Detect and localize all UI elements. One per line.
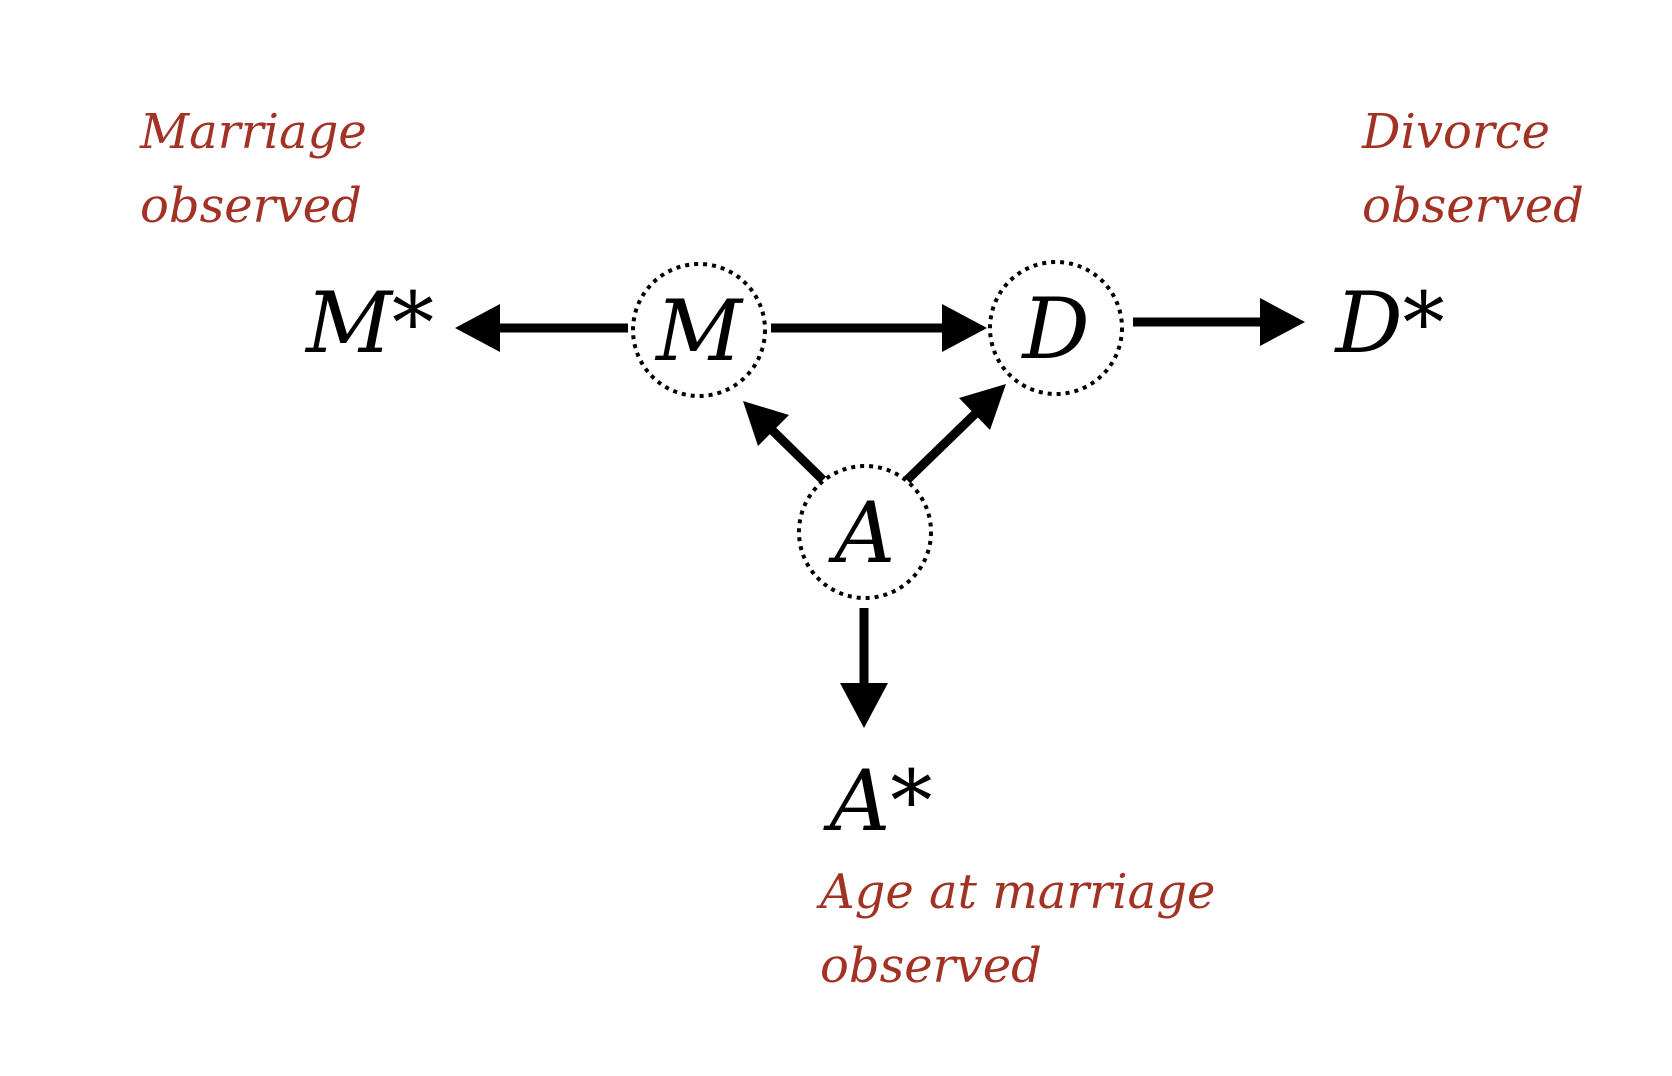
age-observed-line1: Age at marriage (816, 864, 1215, 920)
latent-circle-m (631, 262, 767, 398)
node-dstar-label: D* (1333, 274, 1444, 372)
divorce-observed-line1: Divorce (1361, 104, 1550, 160)
node-d-label: D (1020, 280, 1089, 378)
node-d: D (988, 260, 1124, 396)
node-m-label: M (654, 282, 744, 380)
node-a-label: A (828, 484, 896, 582)
latent-circle-d (988, 260, 1124, 396)
node-a: A (797, 464, 933, 600)
edge-a-to-m (743, 401, 827, 484)
edge-a-to-d (903, 384, 1006, 484)
edges (455, 298, 1305, 728)
latent-circle-a (797, 464, 933, 600)
node-mstar-label: M* (304, 274, 434, 372)
age-observed-line2: observed (820, 938, 1042, 994)
marriage-observed-line1: Marriage (139, 104, 367, 160)
edge-d-to-dstar (1133, 298, 1305, 346)
edge-m-to-mstar (455, 304, 628, 352)
node-m: M (631, 262, 767, 398)
edge-m-to-d (771, 304, 987, 352)
edge-a-to-astar (840, 608, 888, 728)
node-astar-label: A* (823, 752, 933, 850)
marriage-observed-line2: observed (140, 178, 362, 234)
divorce-observed-line2: observed (1362, 178, 1584, 234)
